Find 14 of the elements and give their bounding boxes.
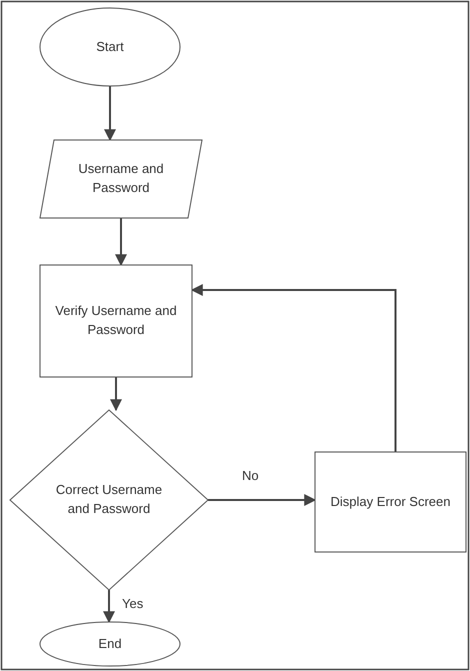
arrow	[104, 86, 116, 142]
arrow	[103, 590, 115, 624]
edge-label: No	[240, 468, 261, 483]
arrow	[110, 377, 122, 412]
arrow	[115, 218, 127, 266]
arrow	[208, 494, 316, 506]
arrow	[190, 284, 396, 452]
node-label: End	[98, 634, 122, 653]
node-label: Username and Password	[77, 160, 165, 197]
node-label: Display Error Screen	[330, 492, 450, 511]
node-label: Correct Username and Password	[54, 481, 164, 518]
edge-label: Yes	[120, 596, 146, 611]
node-label: Start	[96, 38, 124, 56]
node-label: Verify Username and Password	[54, 302, 178, 339]
